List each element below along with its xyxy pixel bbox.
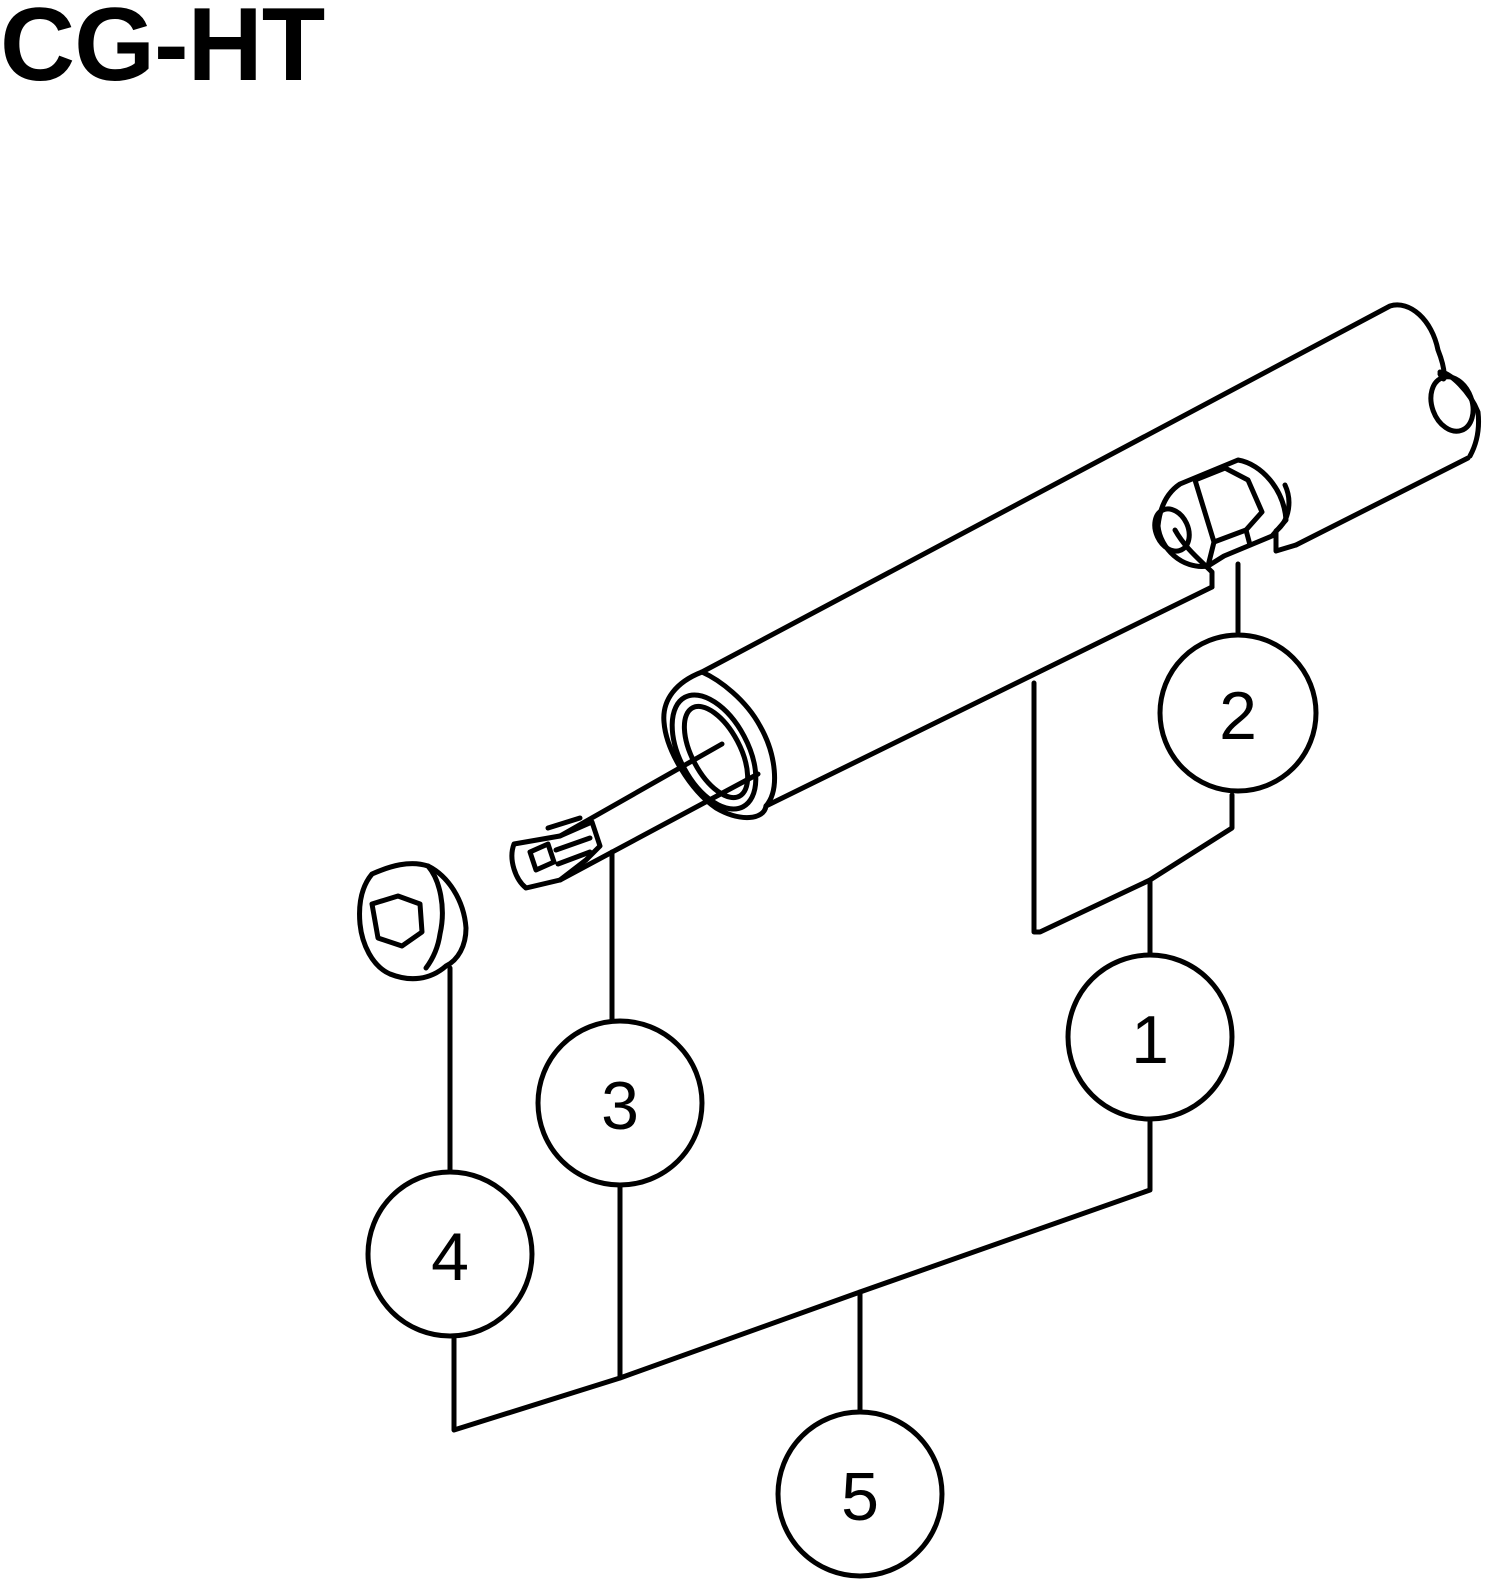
main-tube: [661, 302, 1481, 821]
callout-circle-2: [1157, 632, 1319, 794]
hex-nut-part-2: [1152, 457, 1289, 569]
callout-circle-3: [535, 1018, 705, 1188]
leader-lines: [447, 561, 1241, 1433]
callout-label-2: 2: [1219, 678, 1257, 754]
callout-label-5: 5: [841, 1459, 879, 1535]
callout-circle-5: [775, 1409, 945, 1579]
cap-part-4: [357, 861, 469, 982]
callout-label-1: 1: [1131, 1002, 1169, 1078]
diagram-title: CG-HT: [0, 0, 325, 103]
callout-label-4: 4: [431, 1219, 469, 1295]
callout-label-3: 3: [601, 1068, 639, 1144]
callout-circle-1: [1065, 952, 1235, 1122]
callout-circles: [365, 632, 1319, 1579]
callout-circle-4: [365, 1169, 535, 1339]
shaft-part-3: [509, 741, 761, 891]
